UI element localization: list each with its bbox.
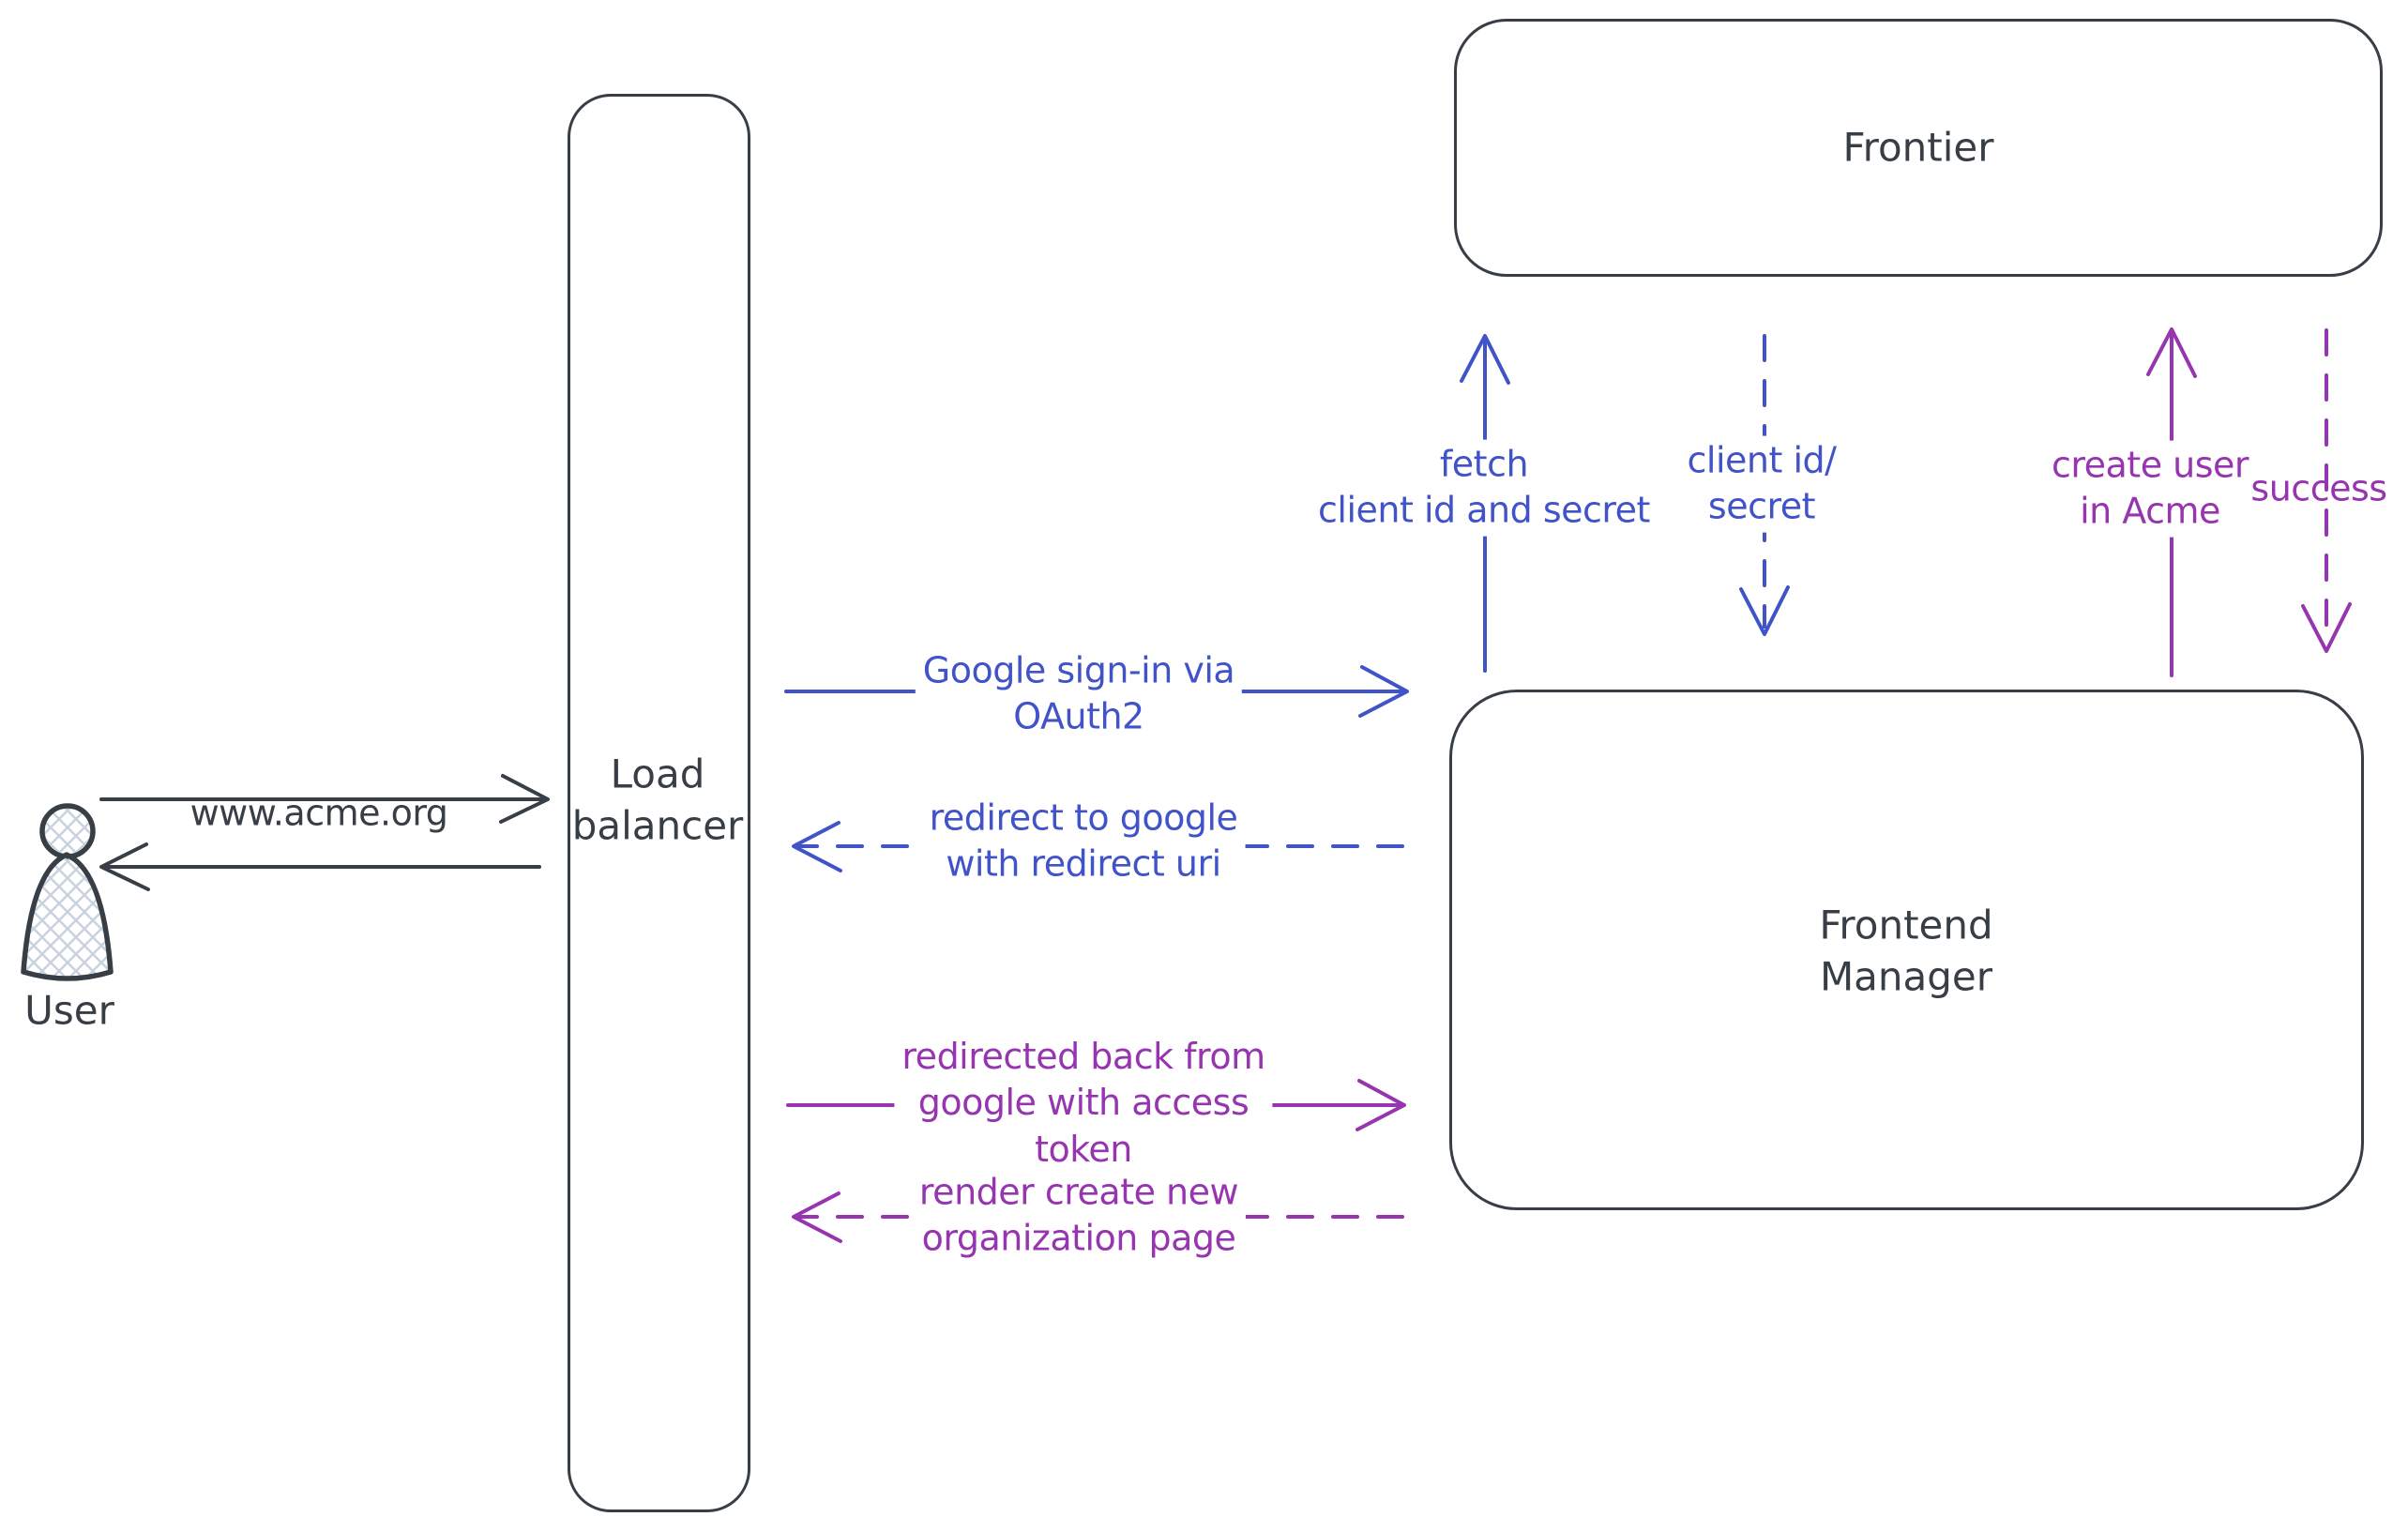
frontend-manager-label-line1: Frontend [1819, 902, 1993, 948]
frontier-box [1454, 19, 2383, 277]
load-balancer-label-line2: balancer [571, 802, 744, 848]
render-org-page-label-line1: render create new [918, 1171, 1239, 1213]
client-id-secret-label-line2: secret [1707, 486, 1816, 527]
www-acme-label: www.acme.org [189, 792, 448, 834]
frontend-manager-label-line2: Manager [1819, 953, 1993, 999]
arrow-www-acme [99, 774, 550, 824]
render-org-page-label: render create new organization page [911, 1167, 1247, 1265]
render-org-page-label-line2: organization page [921, 1218, 1236, 1259]
client-id-secret-label: client id/ secret [1679, 435, 1844, 533]
frontend-manager-label: Frontend Manager [1819, 900, 1992, 1002]
success-label: success [2250, 467, 2387, 509]
frontier-label: Frontier [1842, 124, 1994, 171]
create-user-label-line1: create user [2051, 444, 2249, 486]
arrow-redirect-to-google [792, 821, 1404, 872]
create-user-label: create user in Acme [2043, 440, 2257, 538]
redirected-back-label-line2: google with access [917, 1082, 1249, 1124]
fetch-credentials-label: fetch client id and secret [1310, 439, 1658, 537]
google-signin-label: Google sign-in via OAuth2 [915, 645, 1243, 743]
load-balancer-box [568, 94, 750, 1512]
create-user-label-line2: in Acme [2080, 491, 2220, 532]
user-label: User [24, 987, 114, 1034]
redirect-to-google-label-line2: with redirect uri [946, 843, 1221, 885]
redirect-to-google-label: redirect to google with redirect uri [921, 793, 1246, 890]
redirected-back-label-line1: redirected back from [901, 1035, 1265, 1077]
redirected-back-label-line3: token [1035, 1128, 1132, 1170]
fetch-credentials-label-line1: fetch [1439, 443, 1529, 485]
redirect-to-google-label-line1: redirect to google [929, 796, 1238, 839]
user-figure [21, 803, 114, 981]
redirected-back-label: redirected back from google with access … [894, 1031, 1273, 1176]
google-signin-label-line1: Google sign-in via [922, 649, 1235, 691]
frontend-manager-box [1449, 690, 2364, 1210]
fetch-credentials-label-line2: client id and secret [1318, 490, 1650, 531]
arrow-success [2301, 328, 2352, 653]
load-balancer-label-line1: Load [610, 751, 705, 797]
user-body [21, 852, 114, 981]
client-id-secret-label-line1: client id/ [1687, 439, 1837, 481]
load-balancer-label: Load balancer [572, 749, 744, 851]
arrow-return-to-user [99, 842, 541, 891]
user-head [39, 803, 96, 859]
google-signin-label-line2: OAuth2 [1013, 696, 1144, 737]
arrow-render-org-page [792, 1191, 1404, 1243]
